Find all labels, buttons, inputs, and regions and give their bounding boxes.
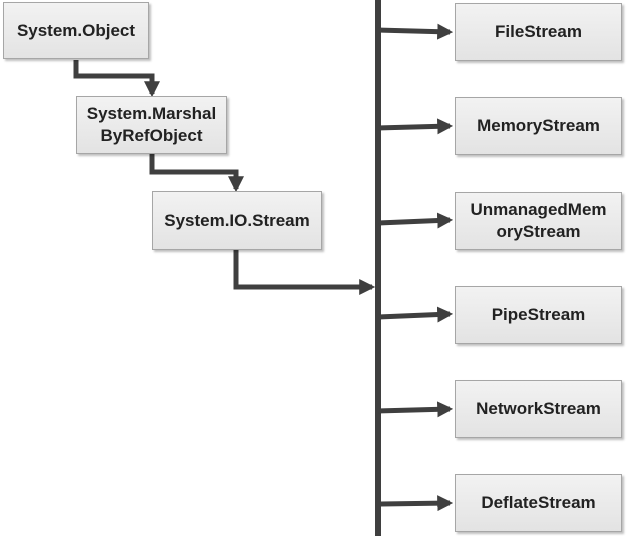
system-marshalbyrefobject-box: System.Marshal ByRefObject <box>76 96 227 154</box>
branch-arrow-pipestream <box>377 306 454 323</box>
networkstream-box: NetworkStream <box>455 380 622 438</box>
pipestream-box: PipeStream <box>455 286 622 344</box>
branch-arrow-unmanagedmemorystream <box>377 212 454 229</box>
branch-arrow-deflatestream <box>377 495 454 512</box>
unmanagedmemorystream-box: UnmanagedMem oryStream <box>455 192 622 250</box>
branch-arrow-memorystream <box>377 118 454 135</box>
stream-to-bus-connector <box>233 250 376 296</box>
filestream-box: FileStream <box>455 3 622 61</box>
deflatestream-box: DeflateStream <box>455 474 622 532</box>
system-object-box: System.Object <box>3 2 149 59</box>
marshal-to-stream-connector <box>149 154 245 193</box>
memorystream-box: MemoryStream <box>455 97 622 155</box>
branch-arrow-filestream <box>377 23 454 40</box>
branch-arrow-networkstream <box>377 401 454 418</box>
system-io-stream-box: System.IO.Stream <box>152 191 322 250</box>
object-to-marshal-connector <box>73 60 161 98</box>
